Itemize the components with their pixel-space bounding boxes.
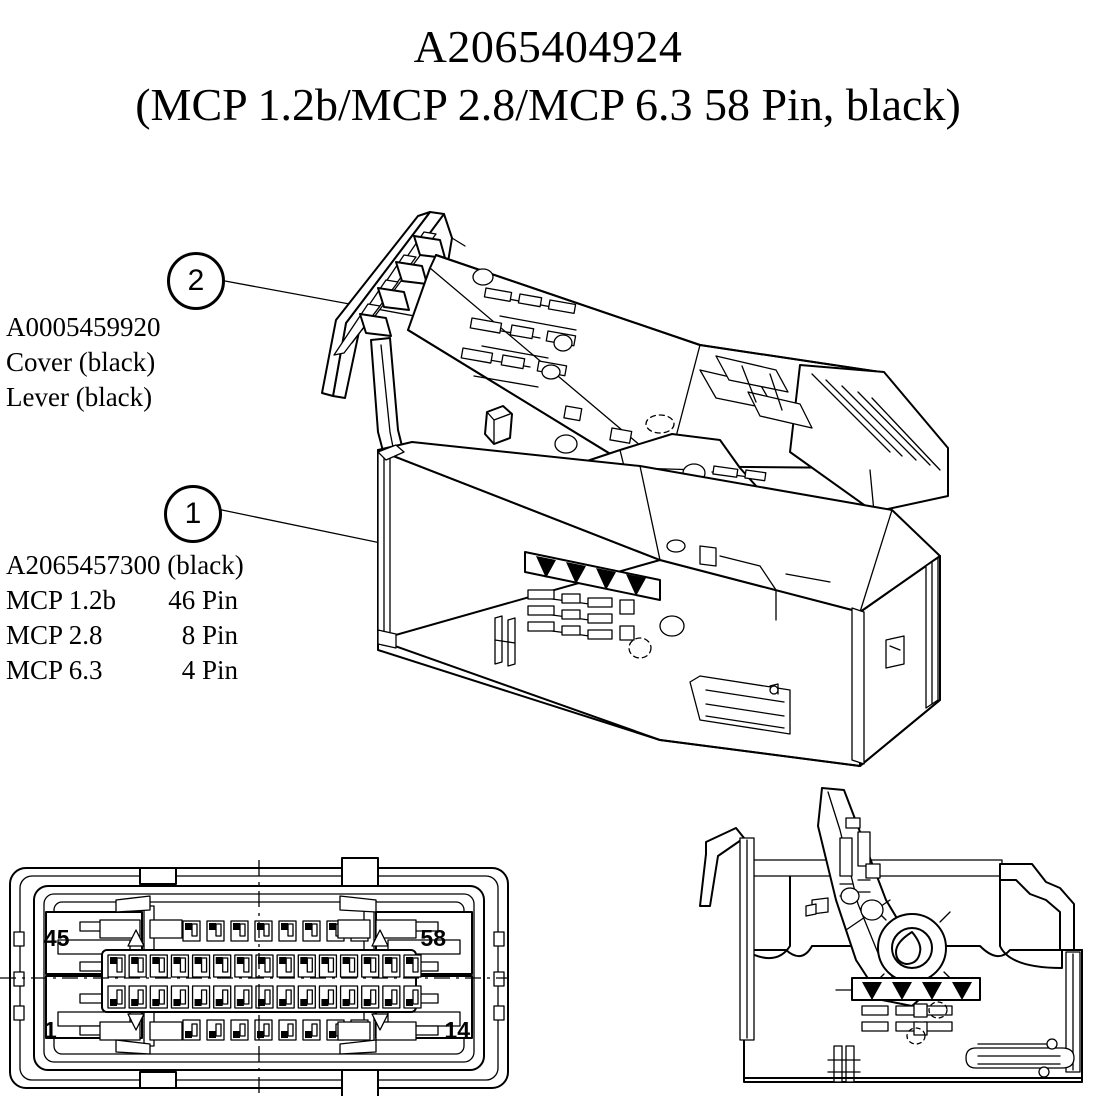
leader-line-2 bbox=[224, 280, 460, 329]
mcp28-bottom-row bbox=[182, 1019, 369, 1041]
cover-top-slab bbox=[407, 254, 906, 469]
pin-type-count: 4 Pin bbox=[181, 655, 238, 685]
pin-cavity bbox=[297, 985, 316, 1009]
pin-cavity bbox=[170, 985, 190, 1009]
pin-cavity bbox=[213, 954, 232, 978]
latch-tooth-rail bbox=[524, 551, 661, 601]
cover-ribbed-block bbox=[699, 355, 949, 513]
pin-number-bottom-left: 1 bbox=[44, 1017, 57, 1043]
pin-cavity bbox=[107, 985, 126, 1009]
pin-number-top-left: 45 bbox=[44, 925, 70, 951]
callout-balloon-2[interactable]: 2 bbox=[167, 252, 225, 310]
mcp63-left-chambers bbox=[45, 911, 143, 1039]
pin-cavity bbox=[255, 985, 274, 1009]
pin-cavity bbox=[403, 985, 422, 1009]
mcp63-right-chambers bbox=[375, 911, 473, 1039]
pin-cavity bbox=[302, 1019, 321, 1041]
pin-type-count: 8 Pin bbox=[181, 620, 238, 650]
pin-cavity bbox=[361, 954, 380, 978]
mcp28-top-row bbox=[182, 920, 369, 942]
page-title: A2065404924 (MCP 1.2b/MCP 2.8/MCP 6.3 58… bbox=[0, 18, 1096, 134]
housing-pin-row: MCP 6.3 4 Pin bbox=[6, 653, 244, 688]
pin-type-name: MCP 6.3 bbox=[6, 655, 103, 685]
pin-cavity bbox=[302, 920, 321, 942]
wire-comb-side bbox=[965, 1038, 1075, 1078]
pin-type-name: MCP 1.2b bbox=[6, 585, 117, 615]
cover-line-cover: Cover (black) bbox=[6, 347, 156, 377]
pin-cavity bbox=[149, 985, 168, 1009]
pin-cavity bbox=[339, 985, 359, 1009]
pin-cavity bbox=[191, 954, 211, 978]
connector-housing-body bbox=[377, 405, 941, 767]
title-description: (MCP 1.2b/MCP 2.8/MCP 6.3 58 Pin, black) bbox=[135, 79, 961, 130]
pin-type-count: 46 Pin bbox=[168, 585, 238, 615]
pin-cavity bbox=[350, 920, 369, 942]
cover-part-number: A0005459920 bbox=[6, 312, 161, 342]
pin-cavity bbox=[230, 1019, 249, 1041]
pin-number-top-right: 58 bbox=[420, 925, 446, 951]
housing-pin-row: MCP 1.2b 46 Pin bbox=[6, 583, 244, 618]
pin-cavity bbox=[234, 985, 253, 1009]
pin-cavity bbox=[182, 1019, 201, 1041]
pin-cavity bbox=[382, 985, 401, 1009]
latch-rack-side bbox=[835, 977, 981, 1001]
pin-cavity bbox=[182, 920, 201, 942]
pin-cavity bbox=[276, 954, 295, 978]
pin-cavity bbox=[382, 954, 401, 978]
pin-cavity bbox=[276, 985, 295, 1009]
pin-cavity bbox=[234, 954, 253, 978]
pin-cavity bbox=[326, 920, 345, 942]
pin-cavity bbox=[278, 920, 297, 942]
lever-side-profile bbox=[805, 787, 955, 1007]
pin-cavity bbox=[255, 954, 274, 978]
pin-cavity bbox=[149, 954, 168, 978]
cover-label-block: A0005459920 Cover (black) Lever (black) bbox=[6, 310, 161, 415]
pin-cavity bbox=[326, 1019, 345, 1041]
pin-cavity bbox=[350, 1019, 369, 1041]
pin-cavity bbox=[206, 1019, 225, 1041]
leader-line-1 bbox=[221, 509, 428, 561]
pin-cavity bbox=[318, 954, 338, 978]
pin-cavity bbox=[107, 954, 126, 978]
pin-cavity bbox=[297, 954, 316, 978]
pin-cavity bbox=[170, 954, 190, 978]
pin-cavity bbox=[213, 985, 232, 1009]
mcp12b-pin-grid bbox=[107, 954, 422, 1009]
pin-cavity bbox=[254, 1019, 273, 1041]
pin-number-bottom-right: 14 bbox=[444, 1017, 470, 1043]
housing-pin-row: MCP 2.8 8 Pin bbox=[6, 618, 244, 653]
pin-cavity bbox=[191, 985, 211, 1009]
pin-cavity bbox=[128, 954, 147, 978]
pin-cavity bbox=[361, 985, 380, 1009]
pin-cavity bbox=[278, 1019, 297, 1041]
pin-cavity bbox=[318, 985, 338, 1009]
title-part-number: A2065404924 bbox=[413, 21, 683, 72]
pin-type-name: MCP 2.8 bbox=[6, 620, 103, 650]
callout-balloon-1[interactable]: 1 bbox=[164, 485, 222, 543]
pin-cavity bbox=[230, 920, 249, 942]
pin-cavity bbox=[403, 954, 422, 978]
pin-cavity bbox=[254, 920, 273, 942]
wire-comb-detail bbox=[689, 675, 791, 735]
housing-part-number: A2065457300 (black) bbox=[6, 550, 244, 580]
pin-cavity bbox=[206, 920, 225, 942]
lever-body bbox=[547, 433, 841, 591]
pin-cavity bbox=[339, 954, 359, 978]
lever-arm-upper bbox=[321, 211, 466, 641]
cover-line-lever: Lever (black) bbox=[6, 382, 153, 412]
pin-cavity bbox=[128, 985, 147, 1009]
housing-label-block: A2065457300 (black) MCP 1.2b 46 Pin MCP 2… bbox=[6, 548, 244, 688]
